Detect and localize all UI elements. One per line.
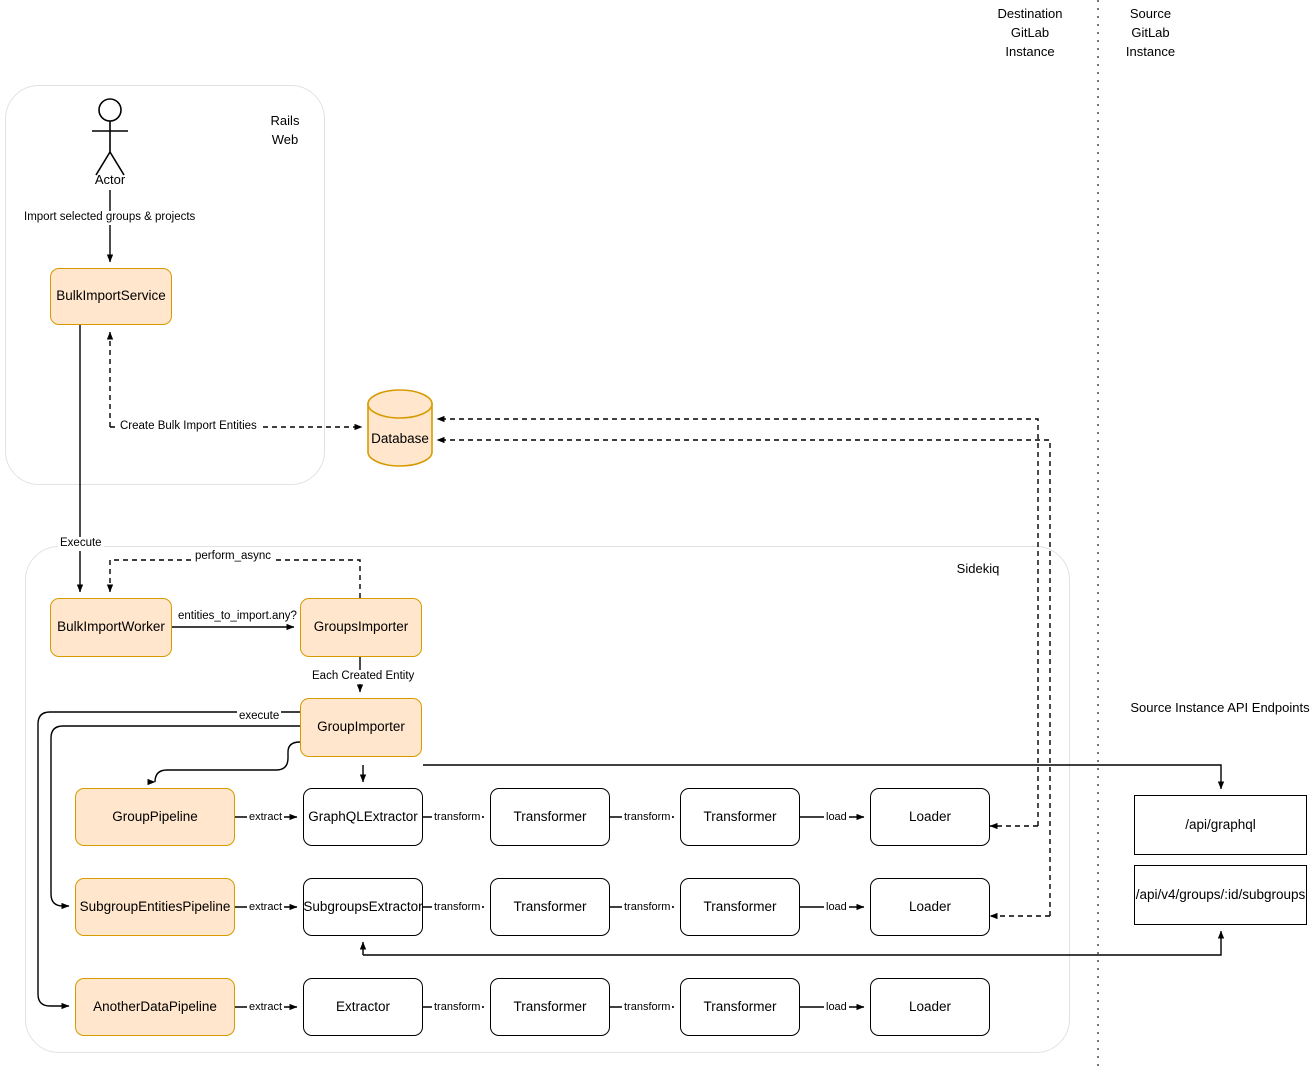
rails-web-label: Rails Web [270, 113, 300, 147]
edge-label-load-row3: load [824, 1001, 849, 1015]
node-transformer-row1-b[interactable]: Transformer [680, 788, 800, 846]
edge-label-extract-row2: extract [247, 901, 285, 915]
destination-instance-label: Destination GitLab Instance [997, 6, 1063, 59]
edge-label-transform-row2-b: transform [622, 901, 673, 915]
node-transformer-row2-a[interactable]: Transformer [490, 878, 610, 936]
node-group-pipeline[interactable]: GroupPipeline [75, 788, 235, 846]
node-subgroup-entities-pipeline[interactable]: SubgroupEntitiesPipeline [75, 878, 235, 936]
rails-web-container [5, 85, 325, 485]
node-another-data-pipeline[interactable]: AnotherDataPipeline [75, 978, 235, 1036]
node-loader-row2[interactable]: Loader [870, 878, 990, 936]
edge-label-load-row1: load [824, 811, 849, 825]
node-group-importer[interactable]: GroupImporter [300, 698, 422, 757]
node-bulk-import-service[interactable]: BulkImportService [50, 268, 172, 325]
node-transformer-row3-b[interactable]: Transformer [680, 978, 800, 1036]
node-transformer-row1-a[interactable]: Transformer [490, 788, 610, 846]
edge-label-transform-row1-b: transform [622, 811, 673, 825]
node-loader-row3[interactable]: Loader [870, 978, 990, 1036]
database-label: Database [371, 431, 429, 446]
node-api-subgroups[interactable]: /api/v4/groups/:id/subgroups [1134, 865, 1307, 925]
edge-label-execute-pipeline: execute [237, 710, 282, 724]
edge-label-extract-row3: extract [247, 1001, 285, 1015]
edge-label-extract-row1: extract [247, 811, 285, 825]
node-subgroups-extractor[interactable]: SubgroupsExtractor [303, 878, 423, 936]
node-bulk-import-worker[interactable]: BulkImportWorker [50, 598, 172, 657]
edge-label-transform-row3-a: transform [432, 1001, 483, 1015]
edge-label-transform-row2-a: transform [432, 901, 483, 915]
node-transformer-row3-a[interactable]: Transformer [490, 978, 610, 1036]
edge-label-entities-to-import: entities_to_import.any? [176, 610, 299, 624]
edge-label-each-created-entity: Each Created Entity [310, 670, 417, 684]
database-cylinder [367, 389, 433, 467]
edge-label-execute-worker: Execute [58, 537, 104, 551]
actor-label: Actor [94, 172, 126, 187]
node-graphql-extractor[interactable]: GraphQLExtractor [303, 788, 423, 846]
sidekiq-label: Sidekiq [956, 561, 1000, 576]
node-loader-row1[interactable]: Loader [870, 788, 990, 846]
edge-label-load-row2: load [824, 901, 849, 915]
edge-label-import-selected: Import selected groups & projects [22, 211, 198, 225]
node-groups-importer[interactable]: GroupsImporter [300, 598, 422, 657]
edge-label-perform-async: perform_async [193, 550, 274, 564]
source-instance-label: Source GitLab Instance [1125, 6, 1176, 59]
node-api-graphql[interactable]: /api/graphql [1134, 795, 1307, 855]
node-transformer-row2-b[interactable]: Transformer [680, 878, 800, 936]
source-api-endpoints-label: Source Instance API Endpoints [1130, 700, 1310, 715]
edge-label-transform-row3-b: transform [622, 1001, 673, 1015]
edge-label-create-bulk-import-entities: Create Bulk Import Entities [118, 420, 259, 434]
edge-label-transform-row1-a: transform [432, 811, 483, 825]
node-extractor[interactable]: Extractor [303, 978, 423, 1036]
